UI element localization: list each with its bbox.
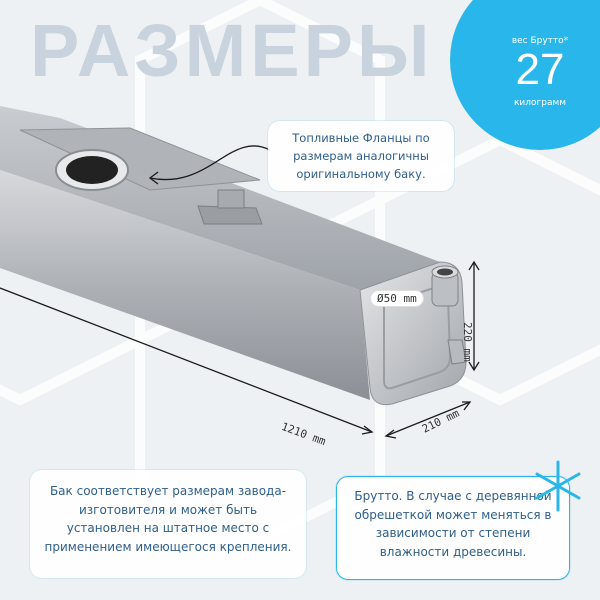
weight-label-bottom: килограмм xyxy=(513,98,567,108)
height-dimension: 220 mm xyxy=(461,322,474,362)
weight-label-top: вес Брутто* xyxy=(511,36,569,46)
gross-weight-callout: Брутто. В случае с деревянной обрешеткой… xyxy=(336,476,570,580)
fit-callout: Бак соответствует размерам завода-изгото… xyxy=(30,470,306,578)
curved-arrow-icon xyxy=(149,145,271,181)
diameter-dimension: Ø50 mm xyxy=(370,290,424,307)
weight-value: 27 xyxy=(515,45,565,94)
flanges-callout: Топливные Фланцы по размерам аналогичны … xyxy=(268,121,454,191)
page-title: РАЗМЕРЫ xyxy=(30,9,434,92)
asterisk-icon xyxy=(535,460,581,512)
